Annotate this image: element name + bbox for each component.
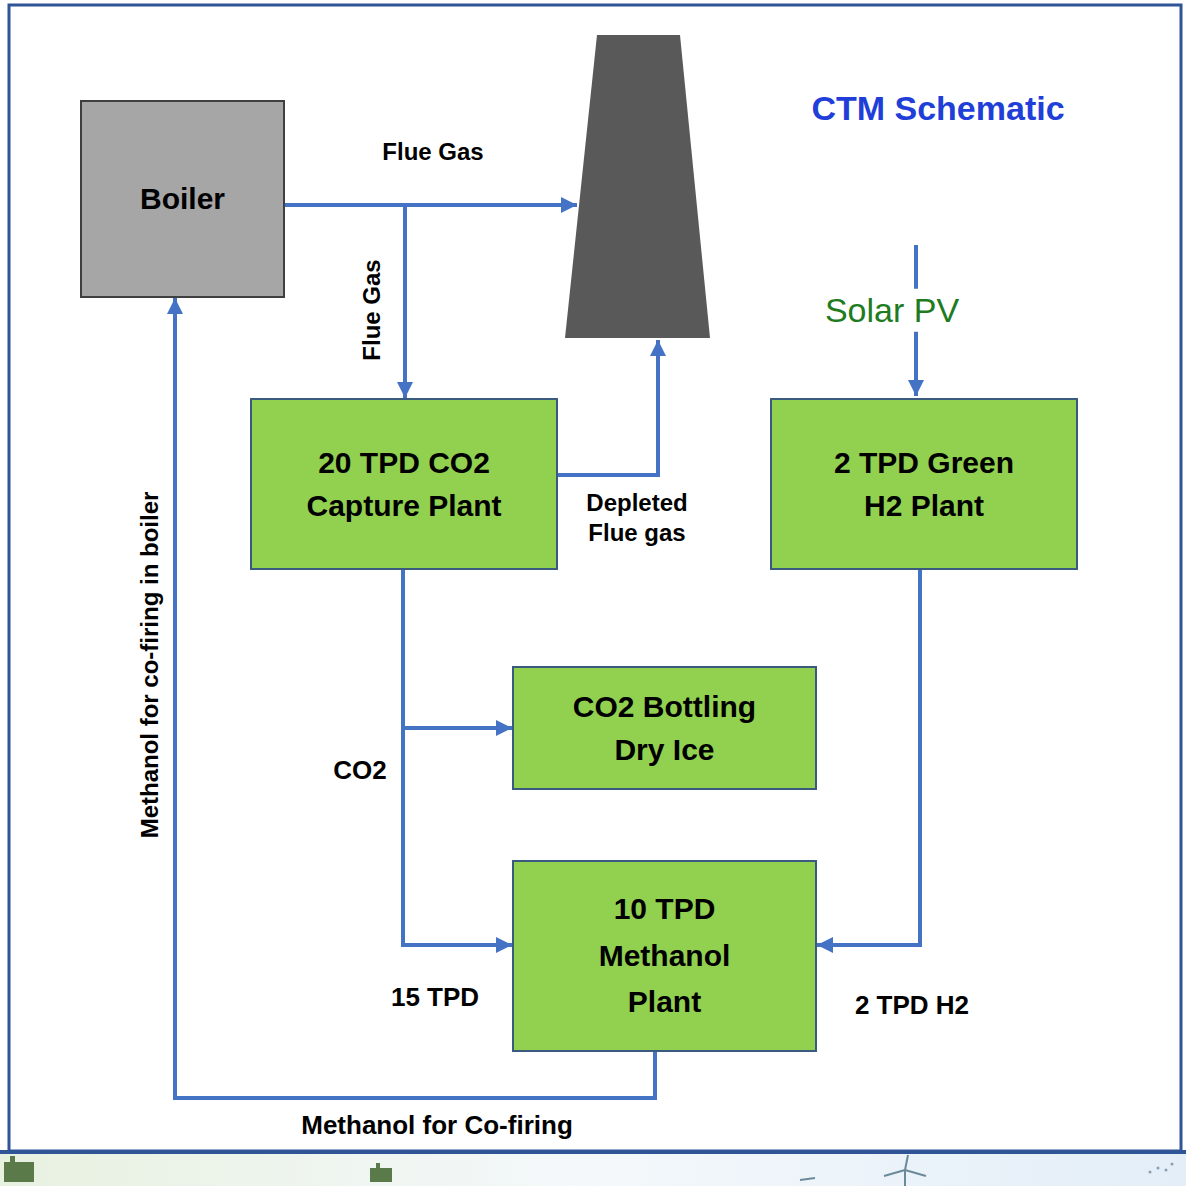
flue-to-stack xyxy=(405,203,577,207)
flow-connector xyxy=(817,570,920,945)
stack xyxy=(565,35,710,338)
connector-label: CO2 xyxy=(333,755,386,786)
flow-label: Methanol for co-firing in boiler xyxy=(135,492,165,839)
connector-label: Flue Gas xyxy=(358,259,386,360)
boiler-box: Boiler xyxy=(80,100,285,298)
box-label: 10 TPD Methanol Plant xyxy=(585,886,745,1026)
flow-label: Depleted Flue gas xyxy=(562,488,712,548)
connector-label: 15 TPD xyxy=(391,982,479,1013)
dots xyxy=(1149,1163,1174,1174)
connector-label: 2 TPD H2 xyxy=(855,990,969,1021)
flow-connector xyxy=(285,205,405,398)
box-label: 2 TPD Green H2 Plant xyxy=(814,441,1034,528)
box-label: 20 TPD CO2 Capture Plant xyxy=(274,441,534,528)
diagram-title: CTM Schematic xyxy=(811,89,1064,128)
connector-label: Methanol for Co-firing xyxy=(301,1110,573,1141)
box-label: Boiler xyxy=(140,181,225,217)
process-box: 2 TPD Green H2 Plant xyxy=(770,398,1078,570)
flow-label: Flue Gas xyxy=(382,137,483,167)
process-box: 20 TPD CO2 Capture Plant xyxy=(250,398,558,570)
flow-connector xyxy=(403,570,512,945)
box-label: CO2 Bottling Dry Ice xyxy=(550,685,780,772)
source-label: Solar PV xyxy=(821,289,963,332)
factory-icon xyxy=(4,1156,392,1182)
flow-connector xyxy=(403,570,512,728)
depleted-gas-line xyxy=(558,340,658,475)
frame-bottom xyxy=(0,1150,1186,1154)
process-box: CO2 Bottling Dry Ice xyxy=(512,666,817,790)
process-box: 10 TPD Methanol Plant xyxy=(512,860,817,1052)
wind-turbine xyxy=(800,1155,926,1186)
page-frame xyxy=(9,5,1181,1151)
bottom-band xyxy=(0,1152,1186,1186)
